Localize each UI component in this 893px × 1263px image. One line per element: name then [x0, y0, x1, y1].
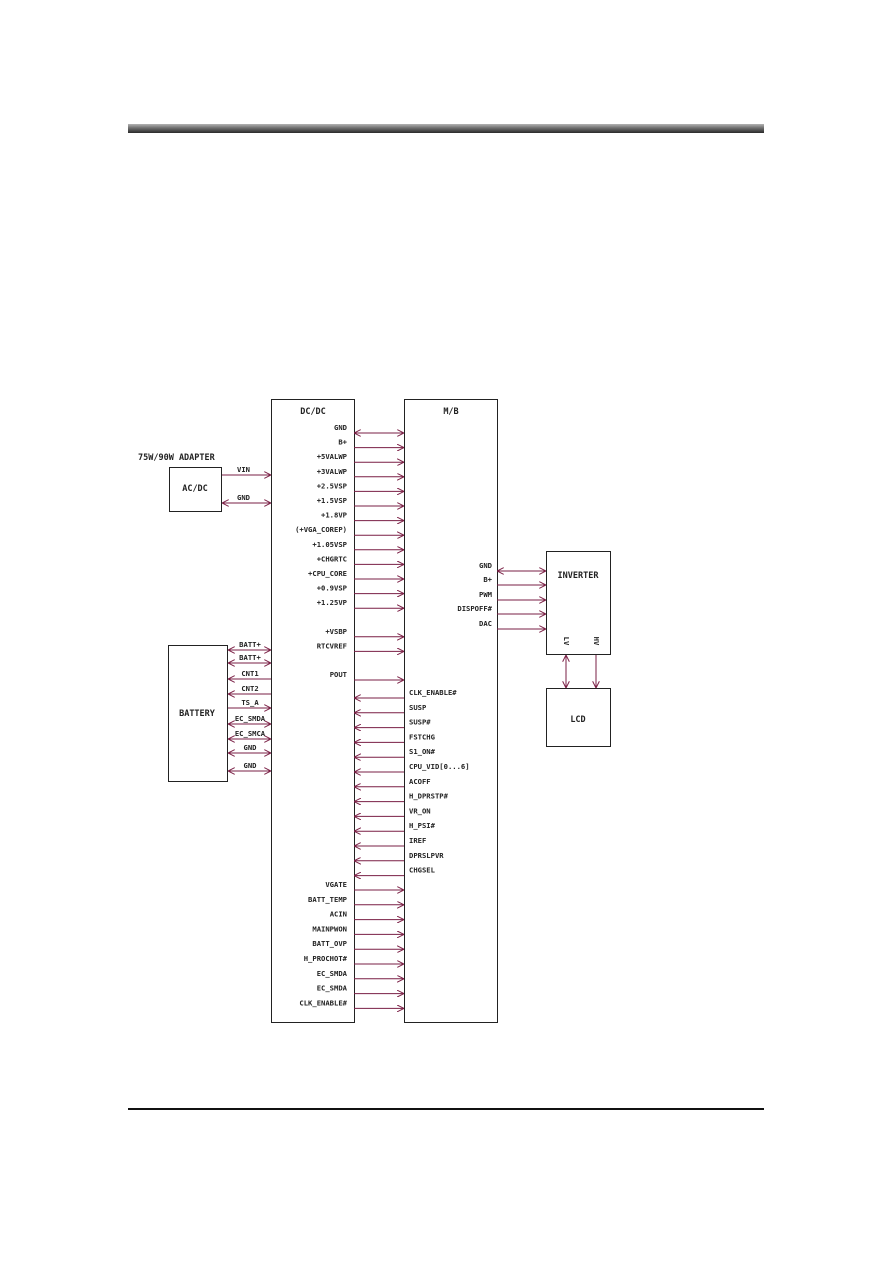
- dcdc-bottom-label: CLK_ENABLE#: [299, 998, 347, 1007]
- adapter-signal-label: GND: [237, 493, 250, 502]
- battery-signal-label: BATT+: [239, 653, 261, 662]
- dcdc-to-mb-label: +1.05VSP: [312, 540, 347, 549]
- acdc-title: AC/DC: [182, 484, 208, 494]
- battery-signal-label: CNT2: [241, 684, 258, 693]
- acdc-block: [169, 467, 222, 512]
- dcdc-bottom-label: VGATE: [325, 880, 347, 889]
- dcdc-bottom-label: EC_SMDA: [317, 969, 348, 978]
- mb-block: [404, 399, 498, 1023]
- mb-to-dcdc-label: CHGSEL: [409, 866, 436, 875]
- battery-signal-label: TS_A: [241, 698, 259, 707]
- battery-block: [168, 645, 228, 782]
- dcdc-to-mb-label: +CPU_CORE: [308, 569, 347, 578]
- dcdc-to-mb-label: RTCVREF: [317, 641, 347, 650]
- mb-to-dcdc-label: CPU_VID[0...6]: [409, 762, 470, 771]
- mb-to-dcdc-label: H_DPRSTP#: [409, 792, 449, 801]
- dcdc-to-mb-label: +3VALWP: [317, 467, 348, 476]
- dcdc-bottom-label: BATT_OVP: [312, 939, 347, 948]
- battery-signal-label: EC_SMDA: [235, 714, 266, 723]
- mb-to-dcdc-label: FSTCHG: [409, 732, 435, 741]
- lcd-block: [546, 688, 611, 747]
- dcdc-bottom-label: EC_SMDA: [317, 984, 348, 993]
- mb-title: M/B: [443, 407, 458, 417]
- dcdc-bottom-label: ACIN: [330, 910, 347, 919]
- battery-signal-label: BATT+: [239, 640, 261, 649]
- dcdc-to-mb-label: +0.9VSP: [317, 584, 348, 593]
- dcdc-to-mb-label: +2.5VSP: [317, 481, 348, 490]
- inverter-block: [546, 551, 611, 655]
- dcdc-bottom-label: MAINPWON: [312, 924, 347, 933]
- dcdc-to-mb-label: +1.5VSP: [317, 496, 348, 505]
- mb-to-dcdc-label: VR_ON: [409, 806, 431, 815]
- footer-rule: [128, 1108, 764, 1110]
- mb-to-inverter-label: GND: [479, 561, 492, 570]
- mb-to-dcdc-label: H_PSI#: [409, 821, 436, 830]
- dcdc-to-mb-label: +5VALWP: [317, 452, 348, 461]
- battery-signal-label: CNT1: [241, 669, 258, 678]
- dcdc-bottom-label: H_PROCHOT#: [304, 954, 348, 963]
- mb-to-dcdc-label: DPRSLPVR: [409, 851, 444, 860]
- dcdc-bottom-label: BATT_TEMP: [308, 895, 348, 904]
- header-rule: [128, 124, 764, 133]
- battery-signal-label: GND: [244, 743, 257, 752]
- dcdc-to-mb-label: +CHGRTC: [317, 554, 347, 563]
- mb-to-inverter-label: DAC: [479, 619, 492, 628]
- dcdc-to-mb-label: +1.8VP: [321, 511, 348, 520]
- mb-to-inverter-label: PWM: [479, 590, 493, 599]
- mb-to-dcdc-label: IREF: [409, 836, 426, 845]
- mb-to-dcdc-label: SUSP#: [409, 718, 431, 727]
- mb-to-inverter-label: DISPOFF#: [457, 604, 492, 613]
- dcdc-to-mb-label: +VSBP: [325, 627, 347, 636]
- dcdc-to-mb-label: POUT: [330, 670, 348, 679]
- mb-to-dcdc-label: SUSP: [409, 703, 427, 712]
- dcdc-to-mb-label: B+: [338, 438, 347, 447]
- dcdc-to-mb-label: +1.25VP: [317, 598, 348, 607]
- dcdc-to-mb-label: (+VGA_COREP): [295, 525, 347, 534]
- dcdc-block: [271, 399, 355, 1023]
- dcdc-to-mb-label: GND: [334, 423, 347, 432]
- inverter-title: INVERTER: [558, 571, 600, 581]
- mb-to-inverter-label: B+: [483, 575, 492, 584]
- battery-signal-label: EC_SMCA: [235, 729, 266, 738]
- inverter-lcd-label: HV: [592, 637, 601, 646]
- lcd-title: LCD: [570, 715, 585, 725]
- adapter-label: 75W/90W ADAPTER: [138, 453, 216, 463]
- battery-title: BATTERY: [179, 709, 216, 719]
- mb-to-dcdc-label: CLK_ENABLE#: [409, 688, 457, 697]
- adapter-signal-label: VIN: [237, 465, 250, 474]
- inverter-lcd-label: LV: [562, 637, 571, 646]
- battery-signal-label: GND: [244, 761, 257, 770]
- mb-to-dcdc-label: S1_ON#: [409, 747, 436, 756]
- mb-to-dcdc-label: ACOFF: [409, 777, 431, 786]
- dcdc-title: DC/DC: [300, 407, 326, 417]
